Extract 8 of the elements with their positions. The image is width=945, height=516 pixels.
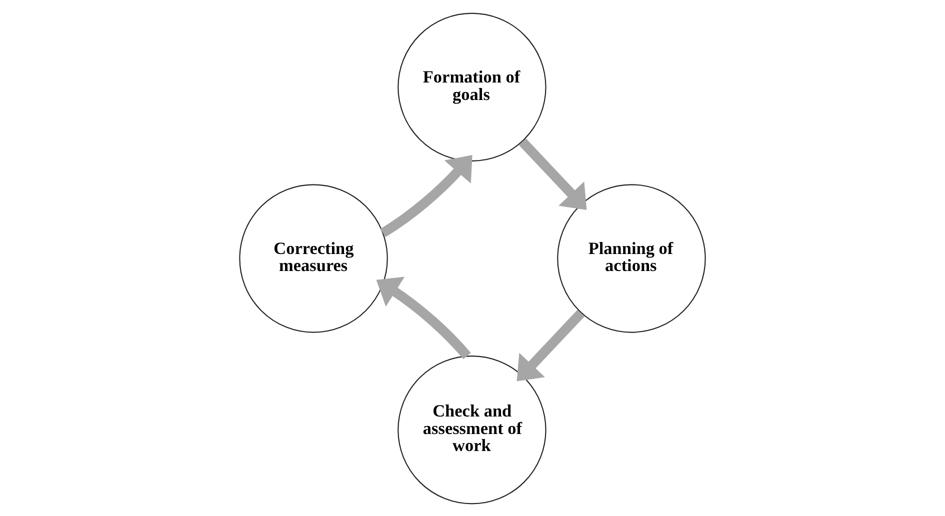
node-circle: Check and assessment of work bbox=[398, 355, 546, 504]
arrow bbox=[380, 154, 472, 237]
node-circle: Planning of actions bbox=[557, 184, 706, 332]
node-circle: Correcting measures bbox=[239, 184, 388, 332]
arrow bbox=[376, 276, 471, 359]
node-circle: Formation of goals bbox=[398, 12, 546, 161]
arrow bbox=[518, 138, 587, 210]
arrow bbox=[516, 309, 585, 381]
